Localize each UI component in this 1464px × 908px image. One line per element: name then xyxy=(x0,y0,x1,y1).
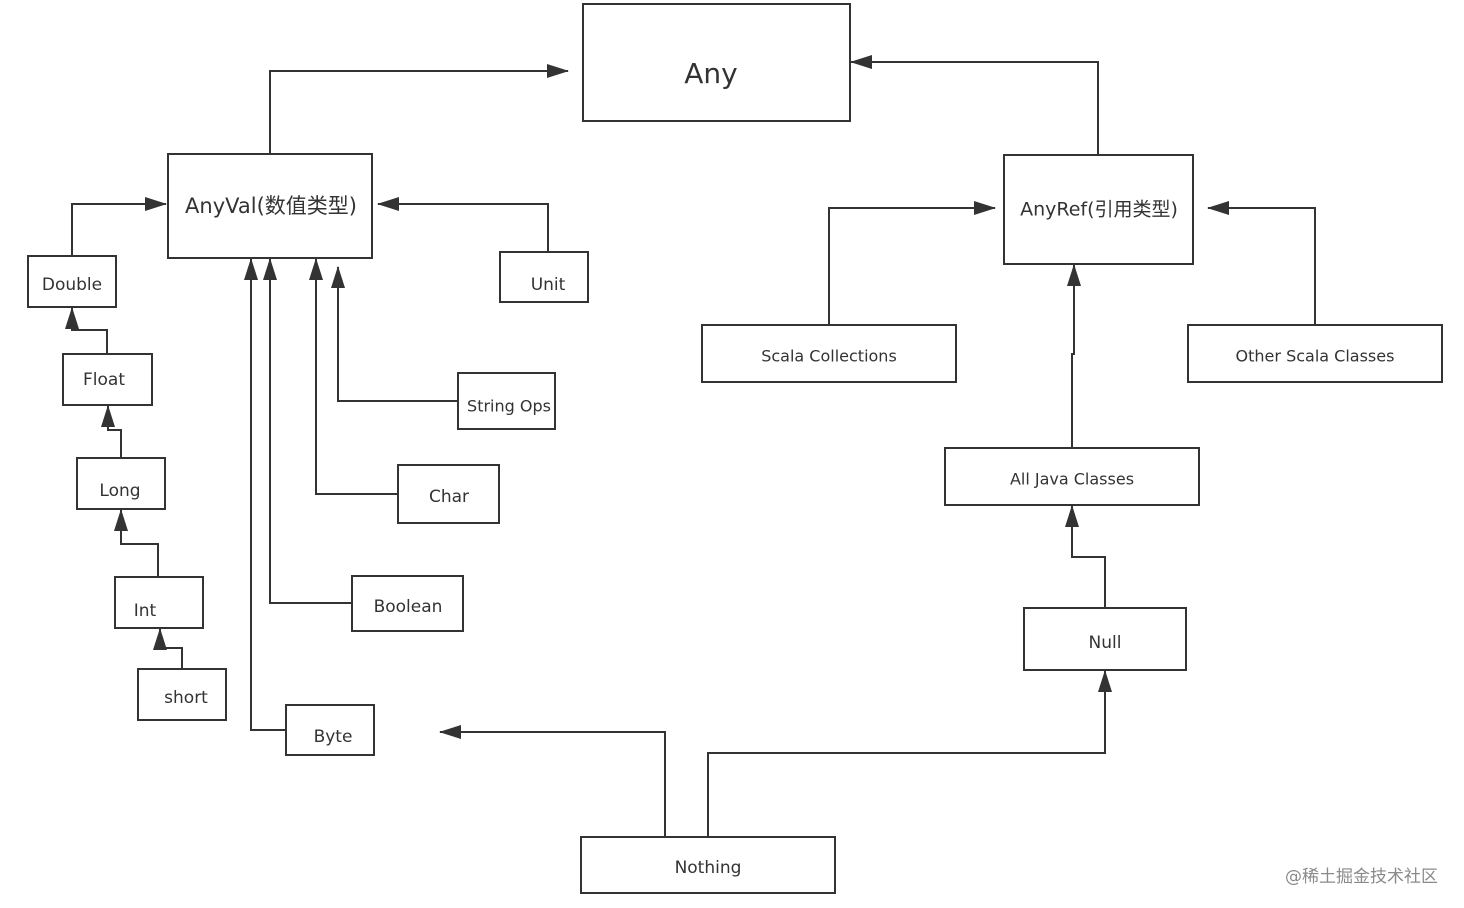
edge-float-to-double xyxy=(65,307,108,354)
node-double-label: Double xyxy=(42,275,102,295)
edge-int-to-long xyxy=(114,509,159,577)
node-char: Char xyxy=(397,464,500,524)
node-anyval-label: AnyVal(数值类型) xyxy=(185,194,357,218)
node-boolean-label: Boolean xyxy=(374,597,443,617)
edge-char-to-anyval xyxy=(309,258,398,495)
node-double: Double xyxy=(27,255,117,308)
edge-unit-to-anyval xyxy=(377,197,549,252)
node-int: Int xyxy=(114,576,204,629)
node-short-label: short xyxy=(164,688,208,708)
edge-anyval-to-any xyxy=(269,64,569,154)
node-boolean: Boolean xyxy=(351,575,464,632)
node-anyval: AnyVal(数值类型) xyxy=(167,153,373,259)
node-string-ops: String Ops xyxy=(457,372,556,430)
edge-double-to-anyval xyxy=(71,197,167,256)
node-anyref-label: AnyRef(引用类型) xyxy=(1020,199,1178,221)
node-short: short xyxy=(137,668,227,721)
node-scala-collections-label: Scala Collections xyxy=(761,347,897,366)
node-byte-label: Byte xyxy=(314,727,353,747)
edge-scalacollections-to-anyref xyxy=(828,201,996,325)
node-unit-label: Unit xyxy=(531,275,566,295)
edge-stringops-to-anyval xyxy=(331,266,458,402)
node-nothing-label: Nothing xyxy=(675,858,742,878)
node-all-java-classes: All Java Classes xyxy=(944,447,1200,506)
edge-anyref-to-any xyxy=(850,55,1099,154)
node-float: Float xyxy=(62,353,153,406)
node-float-label: Float xyxy=(83,370,125,390)
node-other-scala-classes-label: Other Scala Classes xyxy=(1236,347,1395,366)
node-all-java-classes-label: All Java Classes xyxy=(1010,470,1134,489)
edge-nothing-to-null xyxy=(707,670,1112,837)
edge-long-to-float xyxy=(101,405,122,458)
node-scala-collections: Scala Collections xyxy=(701,324,957,383)
watermark: @稀土掘金技术社区 xyxy=(1285,867,1438,887)
node-any: Any xyxy=(582,3,851,122)
node-long-label: Long xyxy=(99,481,140,501)
node-nothing: Nothing xyxy=(580,836,836,894)
node-other-scala-classes: Other Scala Classes xyxy=(1187,324,1443,383)
node-long: Long xyxy=(76,457,166,510)
edge-boolean-to-anyval xyxy=(263,258,352,604)
edges xyxy=(65,55,1316,837)
node-int-label: Int xyxy=(134,601,157,621)
node-string-ops-label: String Ops xyxy=(467,397,551,416)
edge-short-to-int xyxy=(153,628,183,669)
node-null: Null xyxy=(1023,607,1187,671)
edge-byte-to-anyval xyxy=(244,258,286,731)
node-null-label: Null xyxy=(1089,633,1122,653)
edge-otherscala-to-anyref xyxy=(1207,201,1316,325)
edge-nothing-to-anyval-group xyxy=(439,725,666,837)
node-char-label: Char xyxy=(429,487,469,507)
node-any-label: Any xyxy=(684,57,737,90)
edge-alljava-to-anyref xyxy=(1067,264,1081,448)
node-anyref: AnyRef(引用类型) xyxy=(1003,154,1194,265)
node-byte: Byte xyxy=(285,704,375,756)
edge-null-to-alljava xyxy=(1065,505,1106,608)
node-unit: Unit xyxy=(499,251,589,303)
